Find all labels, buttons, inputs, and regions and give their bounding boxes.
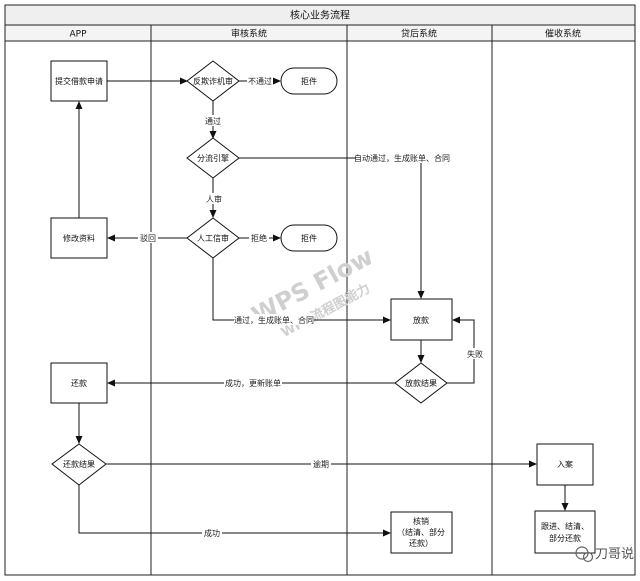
node-collection bbox=[536, 443, 594, 486]
node-collection-label: 入案 bbox=[557, 459, 573, 469]
edge-label-bg bbox=[247, 75, 273, 86]
edge-label-bg bbox=[465, 348, 485, 359]
node-reject-1-label: 拒件 bbox=[301, 76, 317, 86]
diagram-frame bbox=[4, 4, 636, 576]
edge-label-bg bbox=[202, 527, 222, 538]
node-follow-up-label-2: 部分还款 bbox=[549, 533, 581, 543]
edge-label-bg bbox=[234, 314, 314, 325]
edge-label-pass: 通过 bbox=[205, 116, 221, 126]
diagram-title: 核心业务流程 bbox=[290, 9, 350, 22]
node-writeoff-label-2: （结清、部分 bbox=[397, 527, 445, 537]
edge-label-bg bbox=[138, 232, 158, 243]
node-writeoff-label-3: 还款） bbox=[409, 538, 433, 548]
node-modify-info-label: 修改资料 bbox=[63, 233, 95, 243]
wechat-icon-bubble bbox=[582, 551, 594, 563]
edge-label-not-pass: 不通过 bbox=[248, 76, 272, 86]
edge-label-manual-review: 人审 bbox=[206, 194, 222, 204]
lane-header-review: 审核系统 bbox=[231, 28, 267, 40]
lane-header-app: APP bbox=[69, 30, 87, 40]
edge-label-bg bbox=[224, 377, 282, 388]
node-writeoff bbox=[390, 511, 453, 554]
edge-label-auto-pass: 自动通过，生成账单、合同 bbox=[354, 153, 450, 163]
node-repay-result bbox=[51, 443, 107, 486]
edge-label-return: 驳回 bbox=[140, 234, 156, 243]
lane-header-bar bbox=[4, 24, 636, 42]
edge-result-to-writeoff bbox=[78, 485, 391, 537]
node-manual-review bbox=[186, 217, 240, 259]
node-loan-label: 放款 bbox=[413, 315, 429, 325]
edge-label-reject: 拒绝 bbox=[251, 233, 267, 243]
lane-header-collection: 催收系统 bbox=[545, 28, 581, 40]
node-repay bbox=[50, 362, 108, 404]
edge-label-success-bill: 成功，更新账单 bbox=[225, 378, 281, 388]
edge-label-pass-bill: 通过，生成账单、合同 bbox=[234, 315, 314, 325]
node-manual-review-label: 人工信审 bbox=[197, 233, 229, 243]
edge-label-bg bbox=[249, 232, 269, 243]
node-follow-up bbox=[534, 510, 596, 554]
edge-label-success: 成功 bbox=[204, 528, 220, 538]
edge-label-fail: 失败 bbox=[467, 349, 483, 359]
credit-logo: 刀哥说 bbox=[575, 546, 634, 563]
edge-label-bg bbox=[204, 115, 222, 126]
node-repay-label: 还款 bbox=[71, 378, 87, 388]
edge-label-bg bbox=[204, 193, 224, 204]
edge-label-bg bbox=[356, 152, 448, 163]
node-submit-loan-label: 提交借款申请 bbox=[55, 76, 103, 86]
node-writeoff-label-1: 核销 bbox=[413, 516, 429, 526]
edge-manual-to-loan bbox=[212, 258, 391, 324]
node-modify-info bbox=[50, 217, 108, 259]
credit-text: 刀哥说 bbox=[595, 547, 634, 562]
node-loan-result bbox=[394, 362, 448, 404]
edge-label-bg bbox=[311, 458, 331, 469]
node-router bbox=[186, 137, 240, 179]
node-antifraud-label: 反欺诈机审 bbox=[193, 76, 233, 86]
node-reject-2-label: 拒件 bbox=[301, 233, 317, 243]
node-reject-1 bbox=[280, 67, 338, 95]
node-loan bbox=[390, 298, 453, 341]
node-loan-result-label: 放款结果 bbox=[405, 378, 437, 388]
node-reject-2 bbox=[280, 224, 338, 252]
lane-header-postloan: 贷后系统 bbox=[401, 28, 437, 40]
edge-label-overdue: 逾期 bbox=[313, 459, 329, 469]
node-follow-up-label-1: 跟进、结清、 bbox=[541, 521, 589, 531]
node-router-label: 分流引擎 bbox=[197, 153, 229, 163]
node-submit-loan bbox=[50, 60, 108, 102]
node-antifraud bbox=[186, 60, 240, 102]
node-repay-result-label: 还款结果 bbox=[63, 459, 95, 469]
